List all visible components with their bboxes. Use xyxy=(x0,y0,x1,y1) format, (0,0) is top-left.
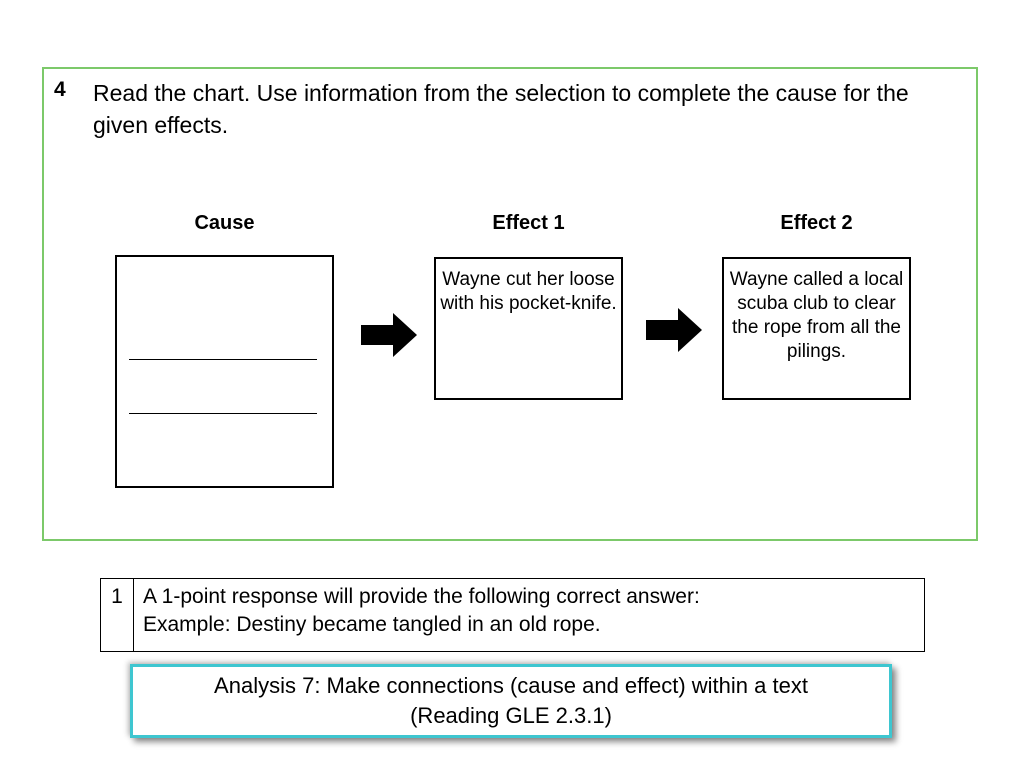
cause-heading: Cause xyxy=(194,212,255,234)
effect1-box: Wayne cut her loose with his pocket-knif… xyxy=(434,257,623,400)
question-number: 4 xyxy=(54,78,66,101)
right-arrow-icon xyxy=(646,308,702,352)
effect2-text: Wayne called a local scuba club to clear… xyxy=(729,269,904,362)
answer-blank-line-1[interactable] xyxy=(129,359,317,360)
right-arrow-icon xyxy=(361,313,417,357)
answer-blank-line-2[interactable] xyxy=(129,413,317,414)
effect1-heading: Effect 1 xyxy=(492,212,565,234)
standard-line-2: (Reading GLE 2.3.1) xyxy=(410,703,612,728)
cause-answer-box[interactable] xyxy=(115,255,334,488)
question-panel: 4 Read the chart. Use information from t… xyxy=(42,67,978,541)
score-line-1: A 1-point response will provide the foll… xyxy=(143,585,700,608)
scoring-table: 1 A 1-point response will provide the fo… xyxy=(100,578,925,652)
effect2-box: Wayne called a local scuba club to clear… xyxy=(722,257,911,400)
effect1-text: Wayne cut her loose with his pocket-knif… xyxy=(440,269,617,314)
table-row: 1 A 1-point response will provide the fo… xyxy=(100,578,925,652)
effect2-heading: Effect 2 xyxy=(780,212,853,234)
standard-box: Analysis 7: Make connections (cause and … xyxy=(130,664,892,738)
score-points: 1 xyxy=(100,578,134,652)
score-description: A 1-point response will provide the foll… xyxy=(133,578,925,652)
score-line-2: Example: Destiny became tangled in an ol… xyxy=(143,613,601,636)
standard-line-1: Analysis 7: Make connections (cause and … xyxy=(214,673,808,698)
question-prompt: Read the chart. Use information from the… xyxy=(93,80,909,138)
